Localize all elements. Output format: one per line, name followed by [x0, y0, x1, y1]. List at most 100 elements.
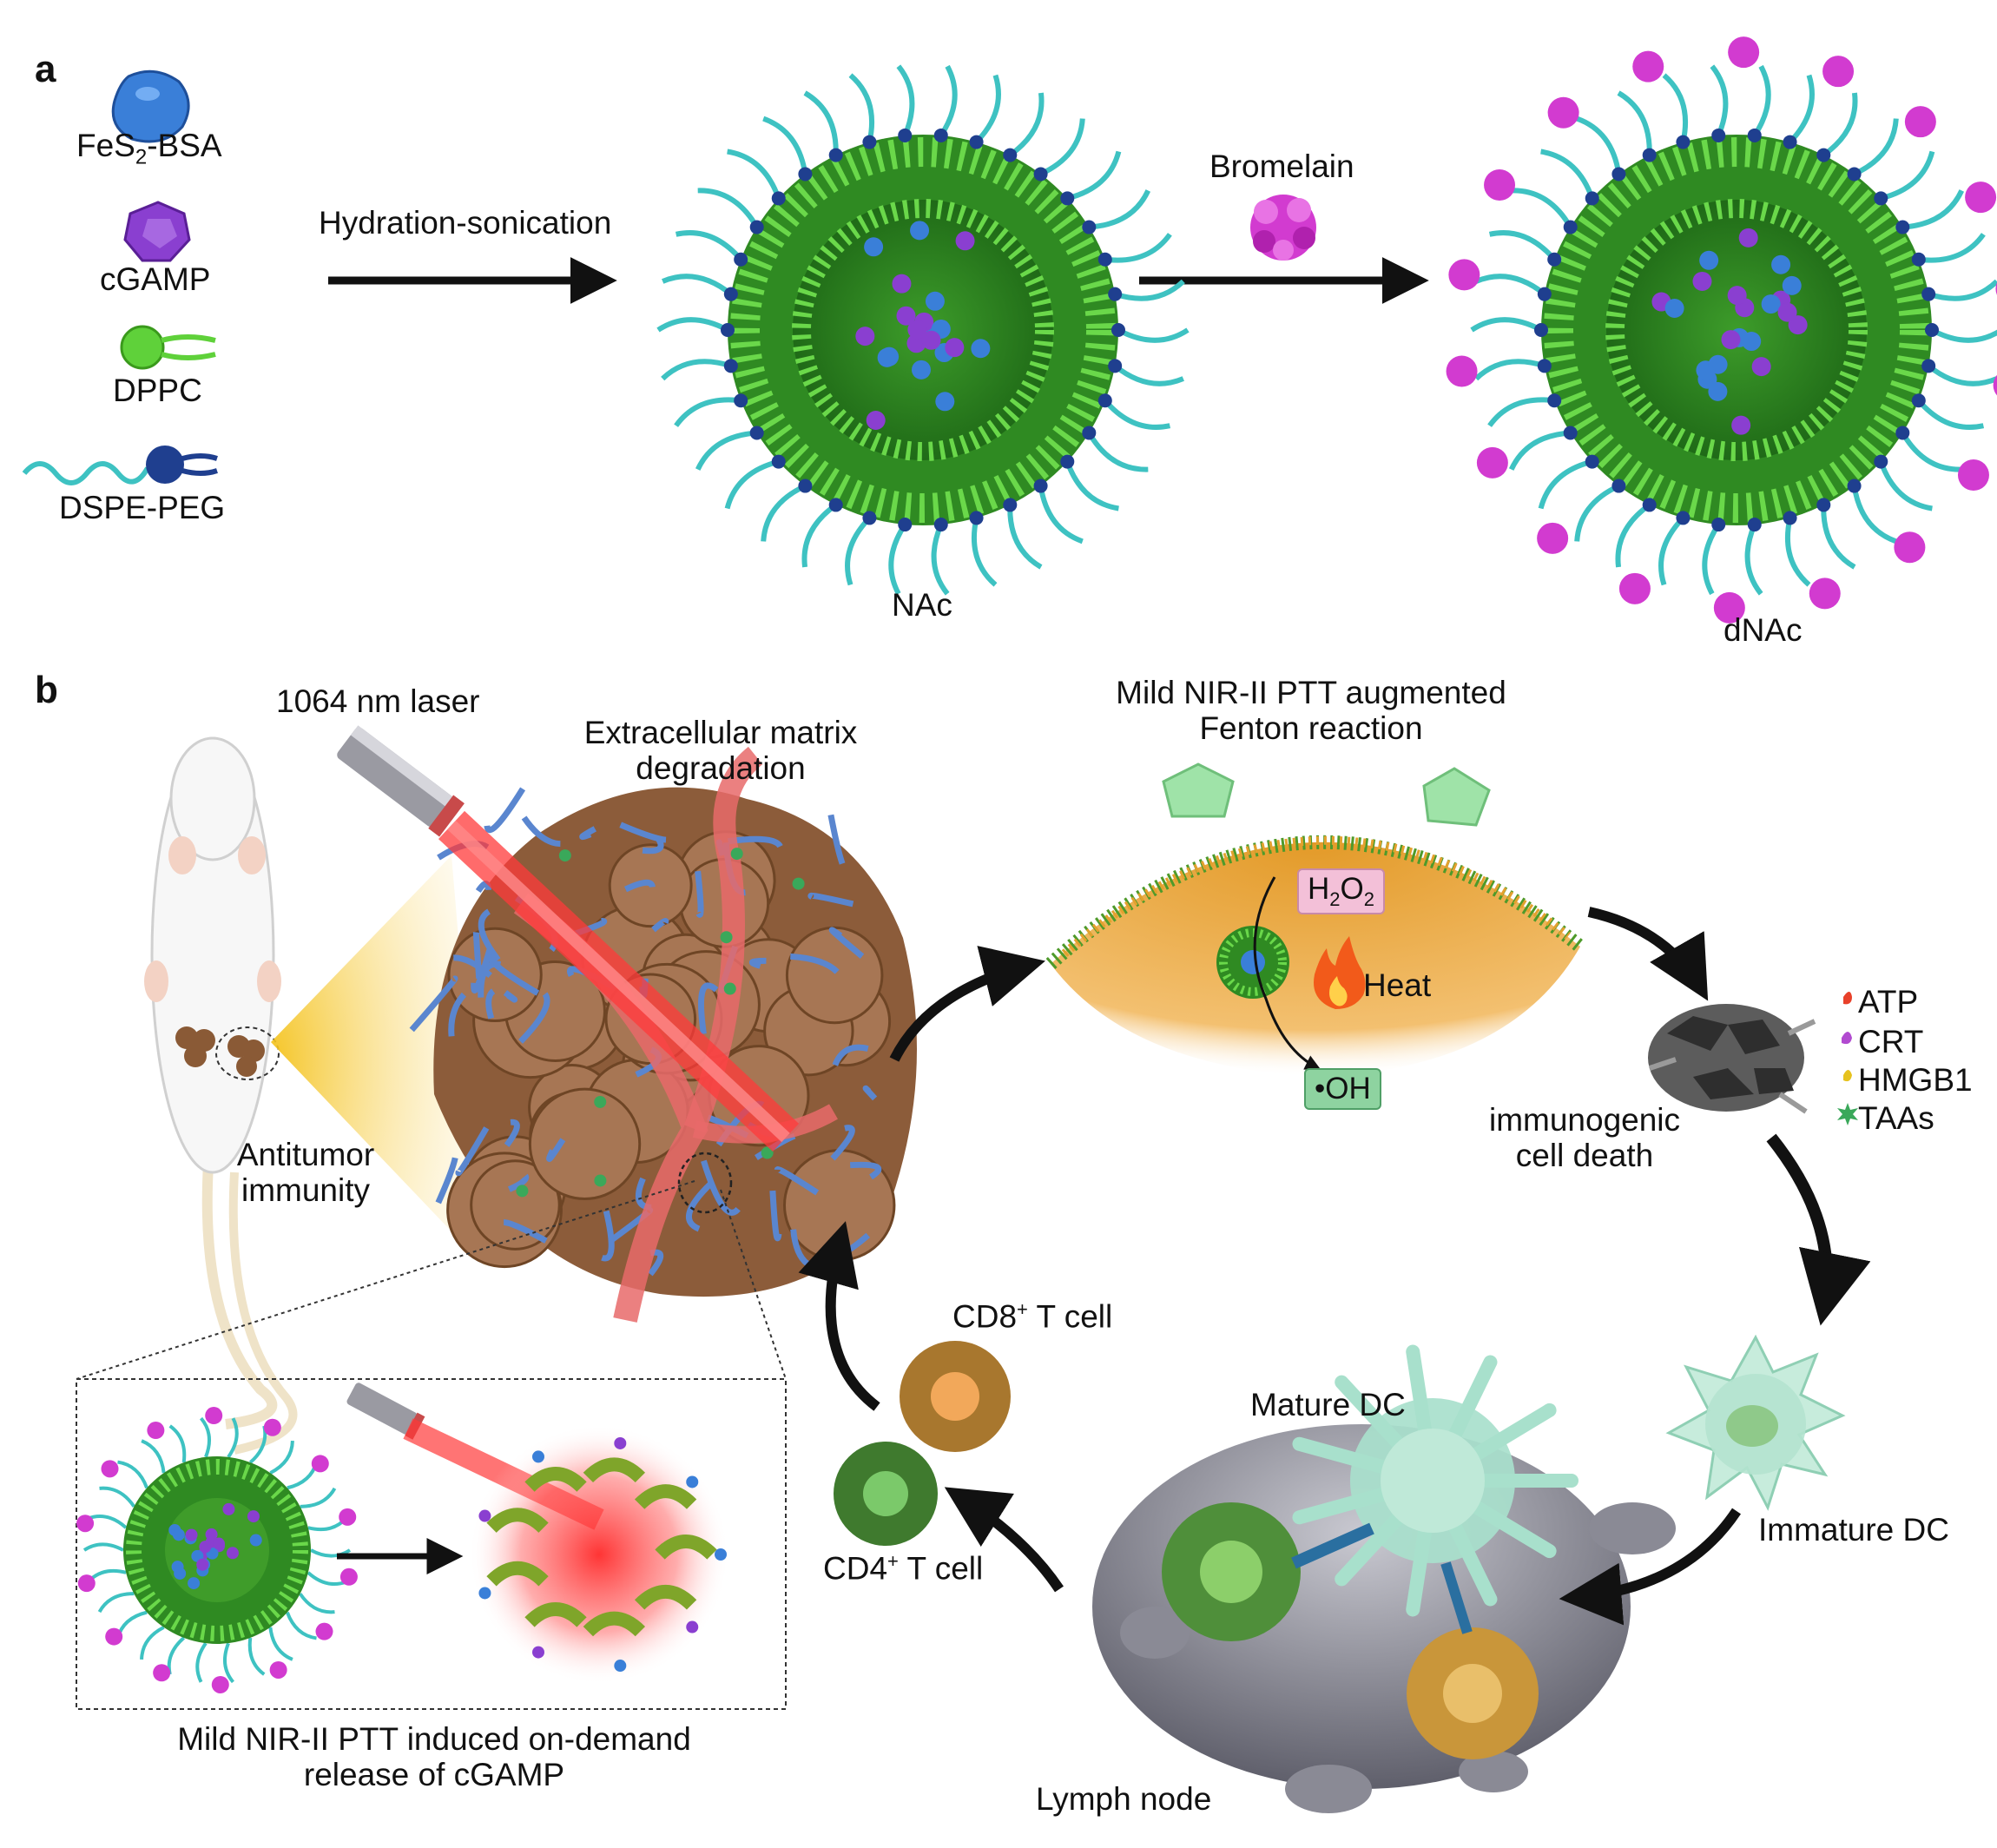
- fes2-particle: [935, 392, 955, 412]
- bromelain-enzyme: [1484, 168, 1516, 201]
- ecm-fiber: [832, 1044, 869, 1066]
- fes2-bsa-label: FeS2-BSA: [76, 128, 222, 169]
- peg-chain: [1007, 505, 1043, 570]
- dspe-head: [1547, 393, 1562, 408]
- ecm-fiber: [546, 1138, 566, 1162]
- cgamp-particle: [1692, 271, 1712, 291]
- ecm-fiber: [686, 1181, 714, 1232]
- peg-chain: [848, 73, 874, 143]
- cgamp-particle: [892, 274, 912, 294]
- peg-chain: [1039, 118, 1085, 177]
- cgamp-particle: [906, 333, 926, 353]
- bromelain-enzyme: [77, 1574, 96, 1593]
- bromelain-enzyme: [1894, 531, 1926, 564]
- dspe-head: [1563, 220, 1578, 234]
- peg-chain: [803, 90, 839, 155]
- taa-marker: [516, 1185, 529, 1198]
- ecm-fiber: [619, 822, 667, 843]
- cgamp-particle: [212, 1537, 225, 1550]
- cgamp-particle: [222, 1502, 235, 1515]
- cgamp-particle: [945, 338, 965, 358]
- cgamp-particle: [1738, 228, 1758, 248]
- bromelain-enzyme: [311, 1455, 329, 1473]
- peg-chain: [1574, 483, 1620, 542]
- peg-chain: [675, 230, 743, 261]
- ecm-fiber: [507, 1173, 530, 1192]
- hmgb1-icon: [1843, 1070, 1852, 1082]
- membrane-fragment: [583, 1611, 646, 1637]
- mature-dc-label: Mature DC: [1250, 1387, 1406, 1422]
- peg-chain: [1785, 517, 1811, 587]
- damp-atp-label: ATP: [1858, 984, 1919, 1020]
- peg-chain: [1008, 92, 1045, 158]
- peg-chain: [1617, 90, 1652, 155]
- ecm-fiber: [409, 975, 458, 1033]
- mature-dc-cell: [1292, 1344, 1578, 1617]
- bromelain-enzyme: [1822, 56, 1855, 88]
- peg-chain: [697, 188, 760, 229]
- cgamp-particle: [866, 410, 886, 430]
- dspe-head: [1611, 478, 1626, 493]
- fes2-particle: [910, 221, 930, 241]
- bromelain-enzyme: [205, 1407, 223, 1425]
- membrane-fragment: [486, 1561, 549, 1587]
- peg-chain: [662, 274, 733, 297]
- dspe-peg-label: DSPE-PEG: [59, 490, 226, 525]
- fes2-particle: [1664, 298, 1684, 318]
- released-cargo: [532, 1450, 544, 1463]
- dspe-head: [1895, 426, 1910, 440]
- peg-chain: [888, 523, 907, 596]
- cgamp-particle: [921, 330, 941, 350]
- released-cargo: [686, 1475, 699, 1488]
- ecm-fiber: [697, 982, 719, 1034]
- fes2-particle: [925, 291, 945, 311]
- peg-chain: [1104, 233, 1172, 263]
- ecm-fiber: [504, 1119, 520, 1147]
- released-cargo: [686, 1620, 699, 1634]
- peg-chain: [1103, 399, 1171, 430]
- taa-marker: [720, 931, 733, 944]
- dspe-head: [1925, 323, 1939, 337]
- peg-chain: [199, 1416, 212, 1458]
- dspe-head: [933, 518, 948, 532]
- cgamp-particle: [855, 327, 875, 346]
- peg-chain: [1752, 64, 1771, 137]
- dspe-head: [969, 511, 984, 525]
- inset-intact-nanoparticle: [76, 1407, 358, 1693]
- peg-chain: [1900, 431, 1962, 472]
- cgamp-particle: [185, 1528, 198, 1541]
- bromelain-enzyme: [1965, 182, 1997, 214]
- peg-chain: [195, 1642, 208, 1683]
- cycle-arrow-membrane-to-icd: [1587, 907, 1709, 1001]
- peg-chain: [1474, 359, 1546, 381]
- peg-chain: [306, 1571, 347, 1586]
- bromelain-enzyme: [315, 1622, 333, 1640]
- dspe-head: [1082, 426, 1097, 440]
- dspe-head: [1676, 135, 1691, 149]
- fes2-particle: [1782, 275, 1802, 295]
- dspe-head: [798, 167, 813, 182]
- taa-marker: [761, 1146, 774, 1159]
- dspe-head: [1060, 454, 1075, 469]
- dspe-head: [1911, 252, 1926, 267]
- dspe-head: [1097, 252, 1112, 267]
- panel-a-label: a: [35, 48, 56, 90]
- peg-chain: [1702, 523, 1721, 596]
- peg-chain: [269, 1440, 294, 1475]
- cgamp-particle: [907, 320, 927, 340]
- fes2-particle: [1771, 254, 1791, 274]
- ecm-fiber: [471, 946, 494, 994]
- ecm-fiber: [484, 787, 526, 834]
- dspe-head: [1847, 167, 1862, 182]
- peg-chain: [695, 430, 757, 471]
- peg-chain: [724, 459, 780, 510]
- peg-chain: [761, 483, 807, 542]
- peg-chain: [1540, 148, 1595, 200]
- dspe-head: [1783, 511, 1797, 525]
- peg-chain: [310, 1548, 352, 1558]
- peg-chain: [1744, 523, 1763, 596]
- peg-chain: [1508, 430, 1571, 471]
- dnac-nanoparticle: [1446, 36, 1997, 624]
